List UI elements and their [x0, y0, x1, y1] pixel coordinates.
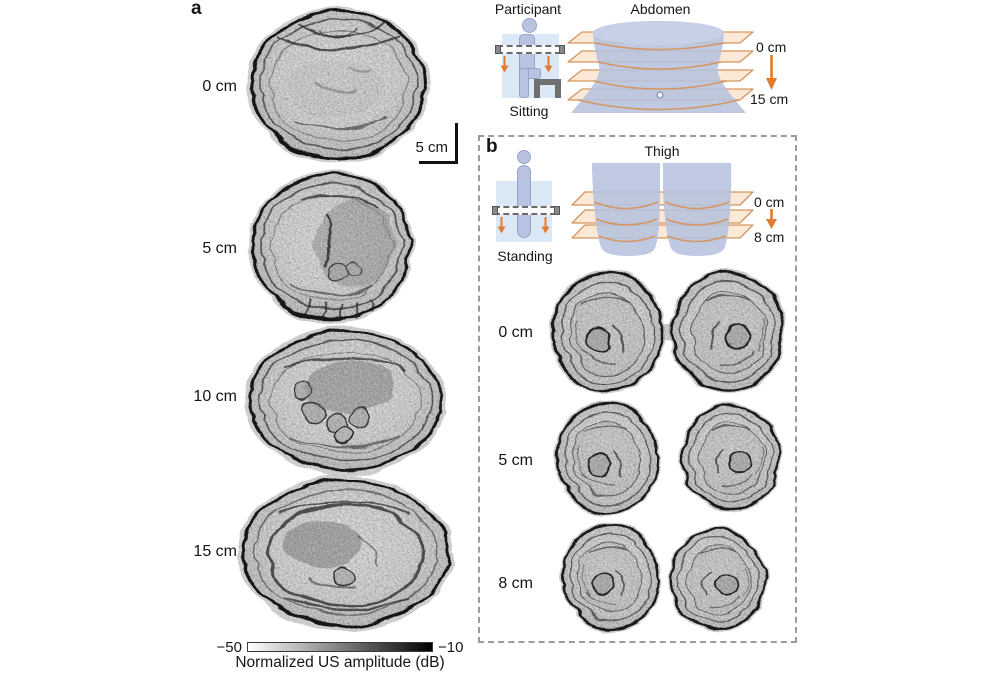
scale-bar-hline	[419, 161, 458, 164]
colorbar-gradient	[247, 642, 433, 652]
us-belt-cap	[559, 45, 565, 54]
person-body	[517, 165, 531, 238]
thigh-title: Thigh	[644, 143, 680, 159]
colorbar-min-label: −50	[216, 639, 242, 656]
thigh-depth-end-label: 8 cm	[754, 229, 785, 245]
us-image-abdomen-10cm	[244, 327, 446, 475]
us-image-abdomen-5cm	[248, 171, 414, 323]
us-image-thigh-0cm	[548, 269, 790, 397]
colorbar-caption: Normalized US amplitude (dB)	[235, 654, 445, 671]
abdomen-torso-diagram	[567, 21, 754, 113]
abdomen-depth-start-label: 0 cm	[756, 39, 787, 55]
us-belt-cap	[495, 45, 501, 54]
standing-label: Standing	[497, 248, 553, 264]
panel-a-label: a	[191, 0, 202, 19]
person-shin	[519, 68, 529, 98]
slice-label-abdomen-5cm: 5 cm	[202, 240, 237, 257]
thigh-legs-diagram	[571, 163, 754, 256]
participant-title: Participant	[494, 1, 562, 17]
scale-bar-vline	[455, 123, 458, 164]
us-image-abdomen-0cm	[246, 8, 430, 162]
abdomen-depth-end-label: 15 cm	[750, 91, 789, 107]
us-belt-cap	[554, 206, 560, 215]
us-belt	[497, 45, 561, 54]
panel-b-label: b	[486, 136, 498, 157]
thigh-depth-start-label: 0 cm	[754, 194, 785, 210]
chair-seat	[534, 79, 561, 85]
slice-label-abdomen-0cm: 0 cm	[202, 78, 237, 95]
us-belt-cap	[492, 206, 498, 215]
down-arrow-icon	[541, 217, 550, 234]
us-belt	[494, 206, 556, 215]
panel-b-border	[478, 135, 797, 643]
us-image-abdomen-15cm	[237, 476, 453, 630]
chair-leg	[534, 85, 540, 98]
scale-bar-label: 5 cm	[415, 139, 448, 156]
down-arrow-icon	[544, 56, 553, 73]
chair-leg	[555, 85, 561, 98]
sitting-label: Sitting	[509, 103, 549, 119]
abdomen-title: Abdomen	[630, 1, 691, 17]
person-head	[522, 18, 537, 33]
us-image-thigh-5cm	[553, 400, 783, 516]
down-arrow-icon	[497, 217, 506, 234]
slice-label-thigh-8cm: 8 cm	[498, 575, 533, 592]
slice-label-abdomen-15cm: 15 cm	[193, 543, 237, 560]
slice-label-thigh-0cm: 0 cm	[498, 324, 533, 341]
us-image-thigh-8cm	[559, 522, 768, 633]
navel-dot	[656, 91, 664, 99]
person-head	[517, 150, 531, 164]
torso-top-cut	[593, 21, 724, 45]
scan-range-arrow-icon	[766, 209, 777, 229]
colorbar-max-label: −10	[438, 639, 464, 656]
slice-label-thigh-5cm: 5 cm	[498, 452, 533, 469]
slice-label-abdomen-10cm: 10 cm	[193, 388, 237, 405]
down-arrow-icon	[500, 56, 509, 73]
scan-range-arrow-icon	[766, 55, 777, 90]
